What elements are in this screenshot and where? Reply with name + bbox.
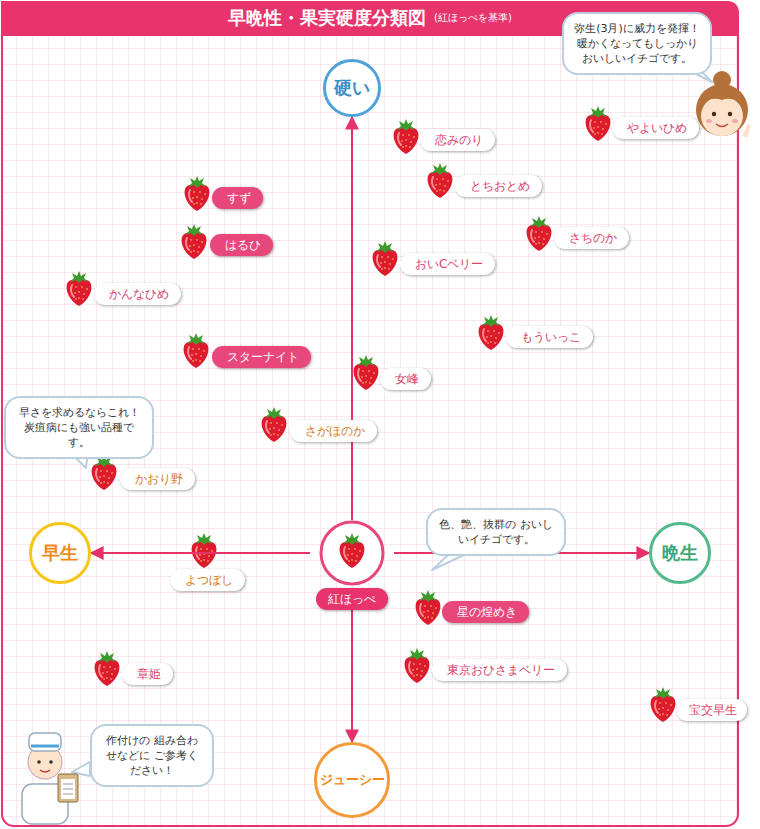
- variety-label: よつぼし: [170, 569, 245, 591]
- strawberry-icon: [184, 333, 209, 368]
- variety-name: よつぼし: [185, 573, 233, 587]
- variety-label: 恋みのり: [420, 129, 495, 151]
- axis-label: ジューシー: [320, 771, 385, 789]
- bubble-text: 作付けの 組み合わせなどに ご参考ください！: [106, 734, 198, 777]
- strawberry-icon: [185, 176, 210, 211]
- axis-arrow: [91, 552, 310, 554]
- strawberry-icon: [95, 651, 120, 686]
- variety-name: スターナイト: [227, 350, 299, 364]
- variety-name: はるひ: [225, 238, 261, 252]
- strawberry-icon: [586, 106, 611, 141]
- variety-label: かおり野: [120, 468, 195, 490]
- bubble-text: 弥生(3月)に威力を発揮！ 暖かくなってもしっかり おいしいイチゴです。: [574, 22, 700, 65]
- strawberry-icon: [354, 355, 379, 390]
- strawberry-icon: [428, 163, 453, 198]
- axis-label: 硬い: [334, 76, 370, 100]
- axis-circle: ジューシー: [314, 742, 390, 818]
- axis-label: 晩生: [662, 541, 698, 565]
- variety-label: やよいひめ: [612, 117, 699, 139]
- bubble-text: 色、艶、抜群の おいしいイチゴです。: [439, 518, 553, 546]
- reference-variety: 紅ほっぺ: [310, 520, 394, 610]
- variety-name: 女峰: [395, 372, 419, 386]
- variety-name: かおり野: [135, 472, 183, 486]
- strawberry-icon: [479, 315, 504, 350]
- variety-label: 宝交早生: [676, 699, 747, 721]
- variety-name: 恋みのり: [435, 133, 483, 147]
- speech-bubble: 色、艶、抜群の おいしいイチゴです。: [426, 508, 566, 556]
- variety-label: 章姫: [122, 663, 173, 685]
- chef-figure: [22, 733, 78, 824]
- strawberry-icon: [182, 224, 207, 259]
- variety-label: もういっこ: [506, 326, 593, 348]
- variety-label: 東京おひさまベリー: [432, 659, 567, 681]
- strawberry-icon: [394, 119, 419, 154]
- variety-label: はるひ: [210, 234, 273, 256]
- variety-label: おいCベリー: [400, 253, 495, 275]
- subtitle-note: (紅ほっぺを基準): [434, 11, 512, 25]
- variety-name: さちのか: [569, 231, 617, 245]
- diagram-title: 早晩性・果実硬度分類図: [228, 6, 426, 30]
- variety-name: 東京おひさまベリー: [447, 663, 555, 677]
- strawberry-icon: [67, 271, 92, 306]
- variety-label: かんなひめ: [94, 283, 181, 305]
- speech-bubble: 早さを求めるならこれ！ 炭疽病にも強い品種です。: [4, 396, 154, 459]
- variety-name: もういっこ: [521, 330, 581, 344]
- strawberry-icon: [92, 455, 117, 490]
- axis-label: 早生: [42, 541, 78, 565]
- variety-label: とちおとめ: [455, 175, 542, 197]
- variety-label: さちのか: [554, 227, 629, 249]
- axis-arrow: [351, 610, 353, 742]
- strawberry-icon: [340, 533, 365, 568]
- bubble-text: 早さを求めるならこれ！ 炭疽病にも強い品種です。: [19, 406, 140, 449]
- strawberry-icon: [262, 407, 287, 442]
- variety-name: かんなひめ: [109, 287, 169, 301]
- variety-name: 星の煌めき: [457, 605, 517, 619]
- strawberry-icon: [192, 533, 217, 568]
- axis-circle: 早生: [29, 522, 91, 584]
- strawberry-icon: [405, 648, 430, 683]
- variety-label: スターナイト: [212, 346, 311, 368]
- variety-name: さがほのか: [305, 424, 365, 438]
- girl-figure: [696, 71, 751, 138]
- variety-name: すず: [227, 191, 251, 205]
- variety-name: おいCベリー: [415, 257, 483, 271]
- axis-arrow: [351, 117, 353, 520]
- variety-label: すず: [212, 187, 263, 209]
- strawberry-icon: [373, 241, 398, 276]
- variety-name: 紅ほっぺ: [316, 588, 388, 610]
- variety-name: やよいひめ: [627, 121, 687, 135]
- strawberry-icon: [527, 216, 552, 251]
- strawberry-icon: [416, 590, 441, 625]
- variety-name: とちおとめ: [470, 179, 530, 193]
- speech-bubble: 弥生(3月)に威力を発揮！ 暖かくなってもしっかり おいしいイチゴです。: [562, 12, 712, 75]
- variety-name: 宝交早生: [689, 703, 737, 717]
- strawberry-icon: [651, 687, 676, 722]
- variety-label: さがほのか: [290, 420, 377, 442]
- axis-circle: 晩生: [649, 522, 711, 584]
- speech-bubble: 作付けの 組み合わせなどに ご参考ください！: [90, 724, 214, 787]
- variety-name: 章姫: [137, 667, 161, 681]
- axis-circle: 硬い: [323, 59, 381, 117]
- variety-label: 女峰: [380, 368, 431, 390]
- variety-label: 星の煌めき: [442, 601, 529, 623]
